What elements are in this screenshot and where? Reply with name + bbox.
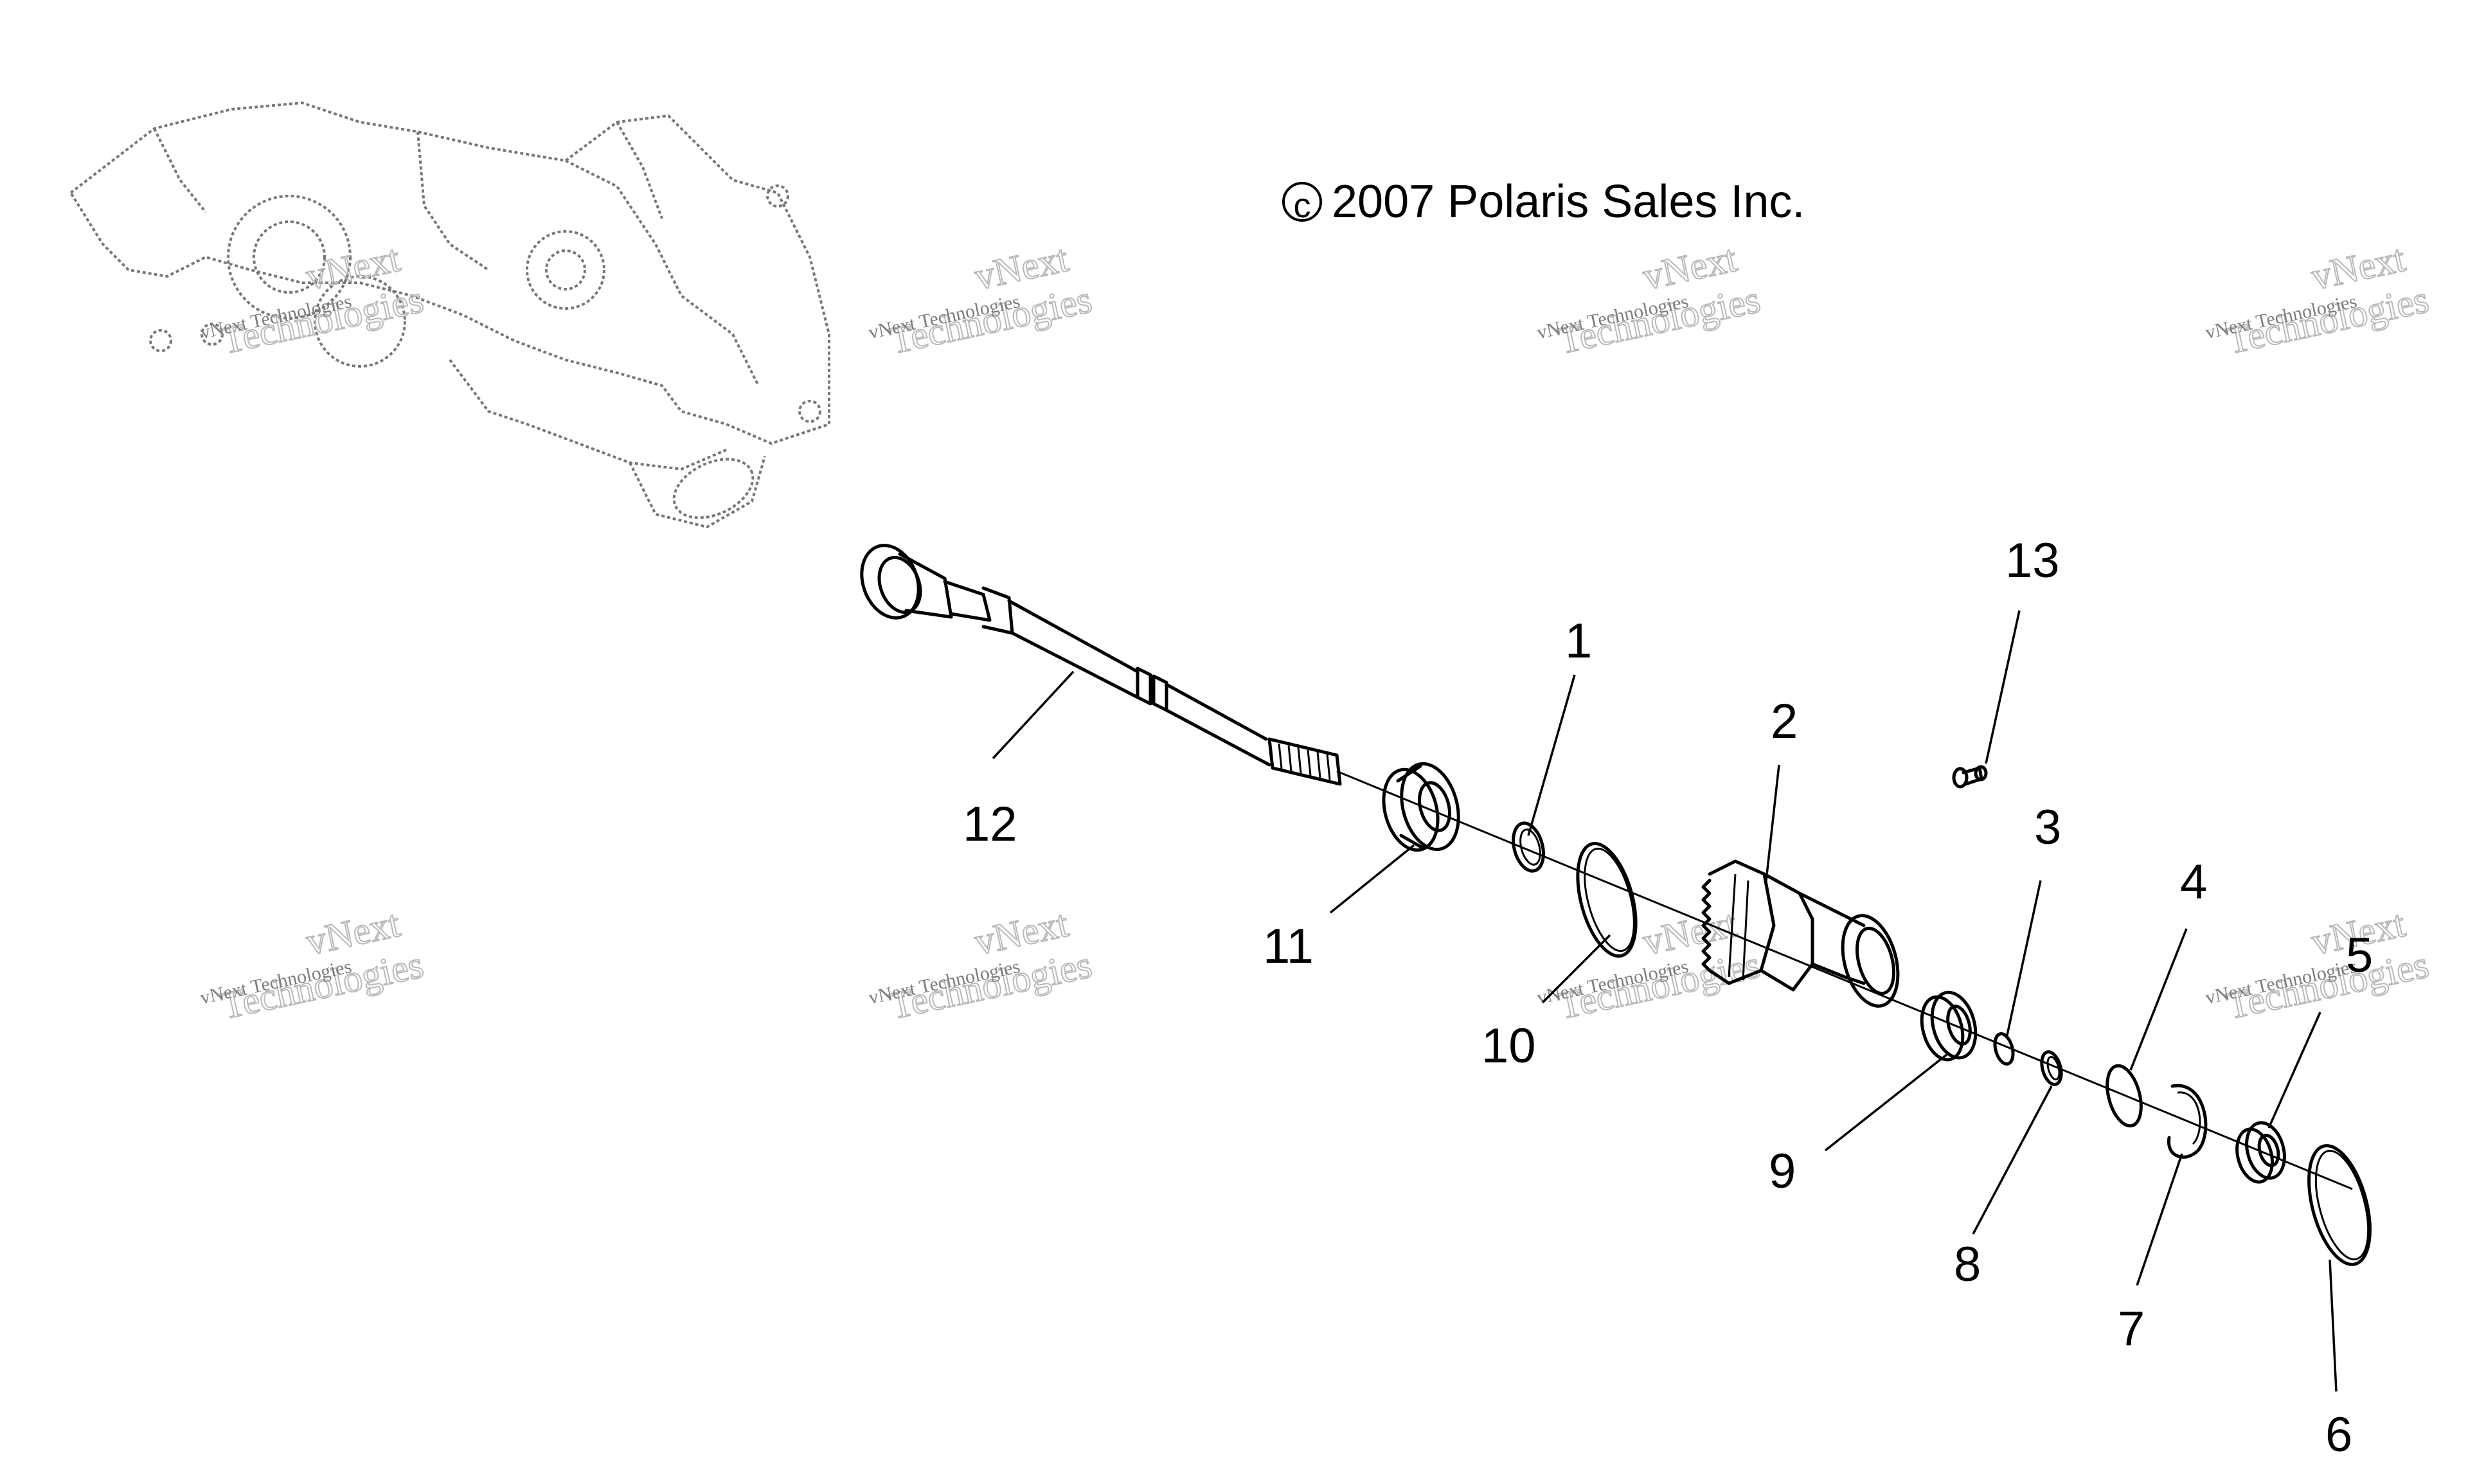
transmission-housing-outline [69, 102, 830, 528]
leader-2 [1765, 764, 1780, 881]
callout-9: 9 [1769, 1144, 1796, 1199]
assembly-axis [1336, 770, 2353, 1190]
callout-7: 7 [2118, 1301, 2145, 1356]
part-4-ring [2106, 1064, 2143, 1128]
part-13-bolt [1952, 765, 1988, 789]
leader-6 [2329, 1259, 2338, 1392]
part-6-o-ring [2307, 1144, 2372, 1266]
callout-1: 1 [1565, 614, 1592, 668]
part-8-small-ring [2040, 1050, 2063, 1086]
watermark: vNext Technologies vNext Technologies [1535, 236, 1765, 362]
leader-13 [1985, 610, 2021, 764]
part-5-seal [2235, 1121, 2286, 1184]
watermark: vNext Technologies vNext Technologies [199, 236, 428, 362]
leader-4 [2129, 928, 2188, 1071]
watermark: vNext Technologies vNext Technologies [867, 236, 1096, 362]
watermark-group: vNext Technologies vNext Technologies vN… [199, 236, 2433, 1028]
callout-3: 3 [2034, 800, 2061, 855]
part-12-shaft [860, 544, 1342, 786]
part-7-snap-ring [2167, 1084, 2208, 1159]
part-1-ring [1512, 821, 1545, 873]
leader-9 [1824, 1053, 1949, 1152]
callout-6: 6 [2325, 1408, 2352, 1462]
part-11-bearing [1382, 762, 1460, 852]
callout-4: 4 [2180, 855, 2207, 909]
copyright-text: 2007 Polaris Sales Inc. [1332, 176, 1805, 228]
leader-10 [1541, 934, 1611, 1004]
callout-11: 11 [1263, 919, 1314, 974]
copyright-symbol: c [1294, 186, 1311, 225]
callout-8: 8 [1954, 1237, 1981, 1292]
leader-12 [992, 670, 1075, 760]
leader-lines [992, 610, 2338, 1392]
callout-labels: 1 2 3 4 5 6 7 8 9 10 11 12 13 [963, 533, 2373, 1462]
copyright-symbol-circle [1282, 182, 1322, 222]
watermark: vNext Technologies vNext Technologies [2204, 236, 2433, 362]
watermark: vNext Technologies vNext Technologies [199, 901, 428, 1028]
part-9-bearing [1920, 990, 1978, 1062]
part-2-hub [1701, 859, 1900, 1008]
part-3-small-ring [1993, 1032, 2015, 1066]
callout-10: 10 [1481, 1019, 1536, 1073]
callout-5: 5 [2346, 928, 2373, 983]
leader-1 [1527, 674, 1576, 836]
leader-3 [2005, 880, 2042, 1039]
callout-13: 13 [2005, 533, 2060, 588]
watermark: vNext Technologies vNext Technologies [2204, 901, 2433, 1028]
copyright-notice: c 2007 Polaris Sales Inc. [1282, 176, 1805, 228]
watermark: vNext Technologies vNext Technologies [867, 901, 1096, 1028]
watermark: vNext Technologies vNext Technologies [1535, 901, 1765, 1028]
leader-11 [1329, 844, 1415, 914]
leader-5 [2267, 1012, 2321, 1129]
part-10-o-ring [1576, 841, 1638, 958]
callout-12: 12 [963, 797, 1017, 852]
leader-8 [1972, 1086, 2053, 1235]
callout-2: 2 [1771, 694, 1798, 749]
leader-7 [2136, 1153, 2183, 1286]
